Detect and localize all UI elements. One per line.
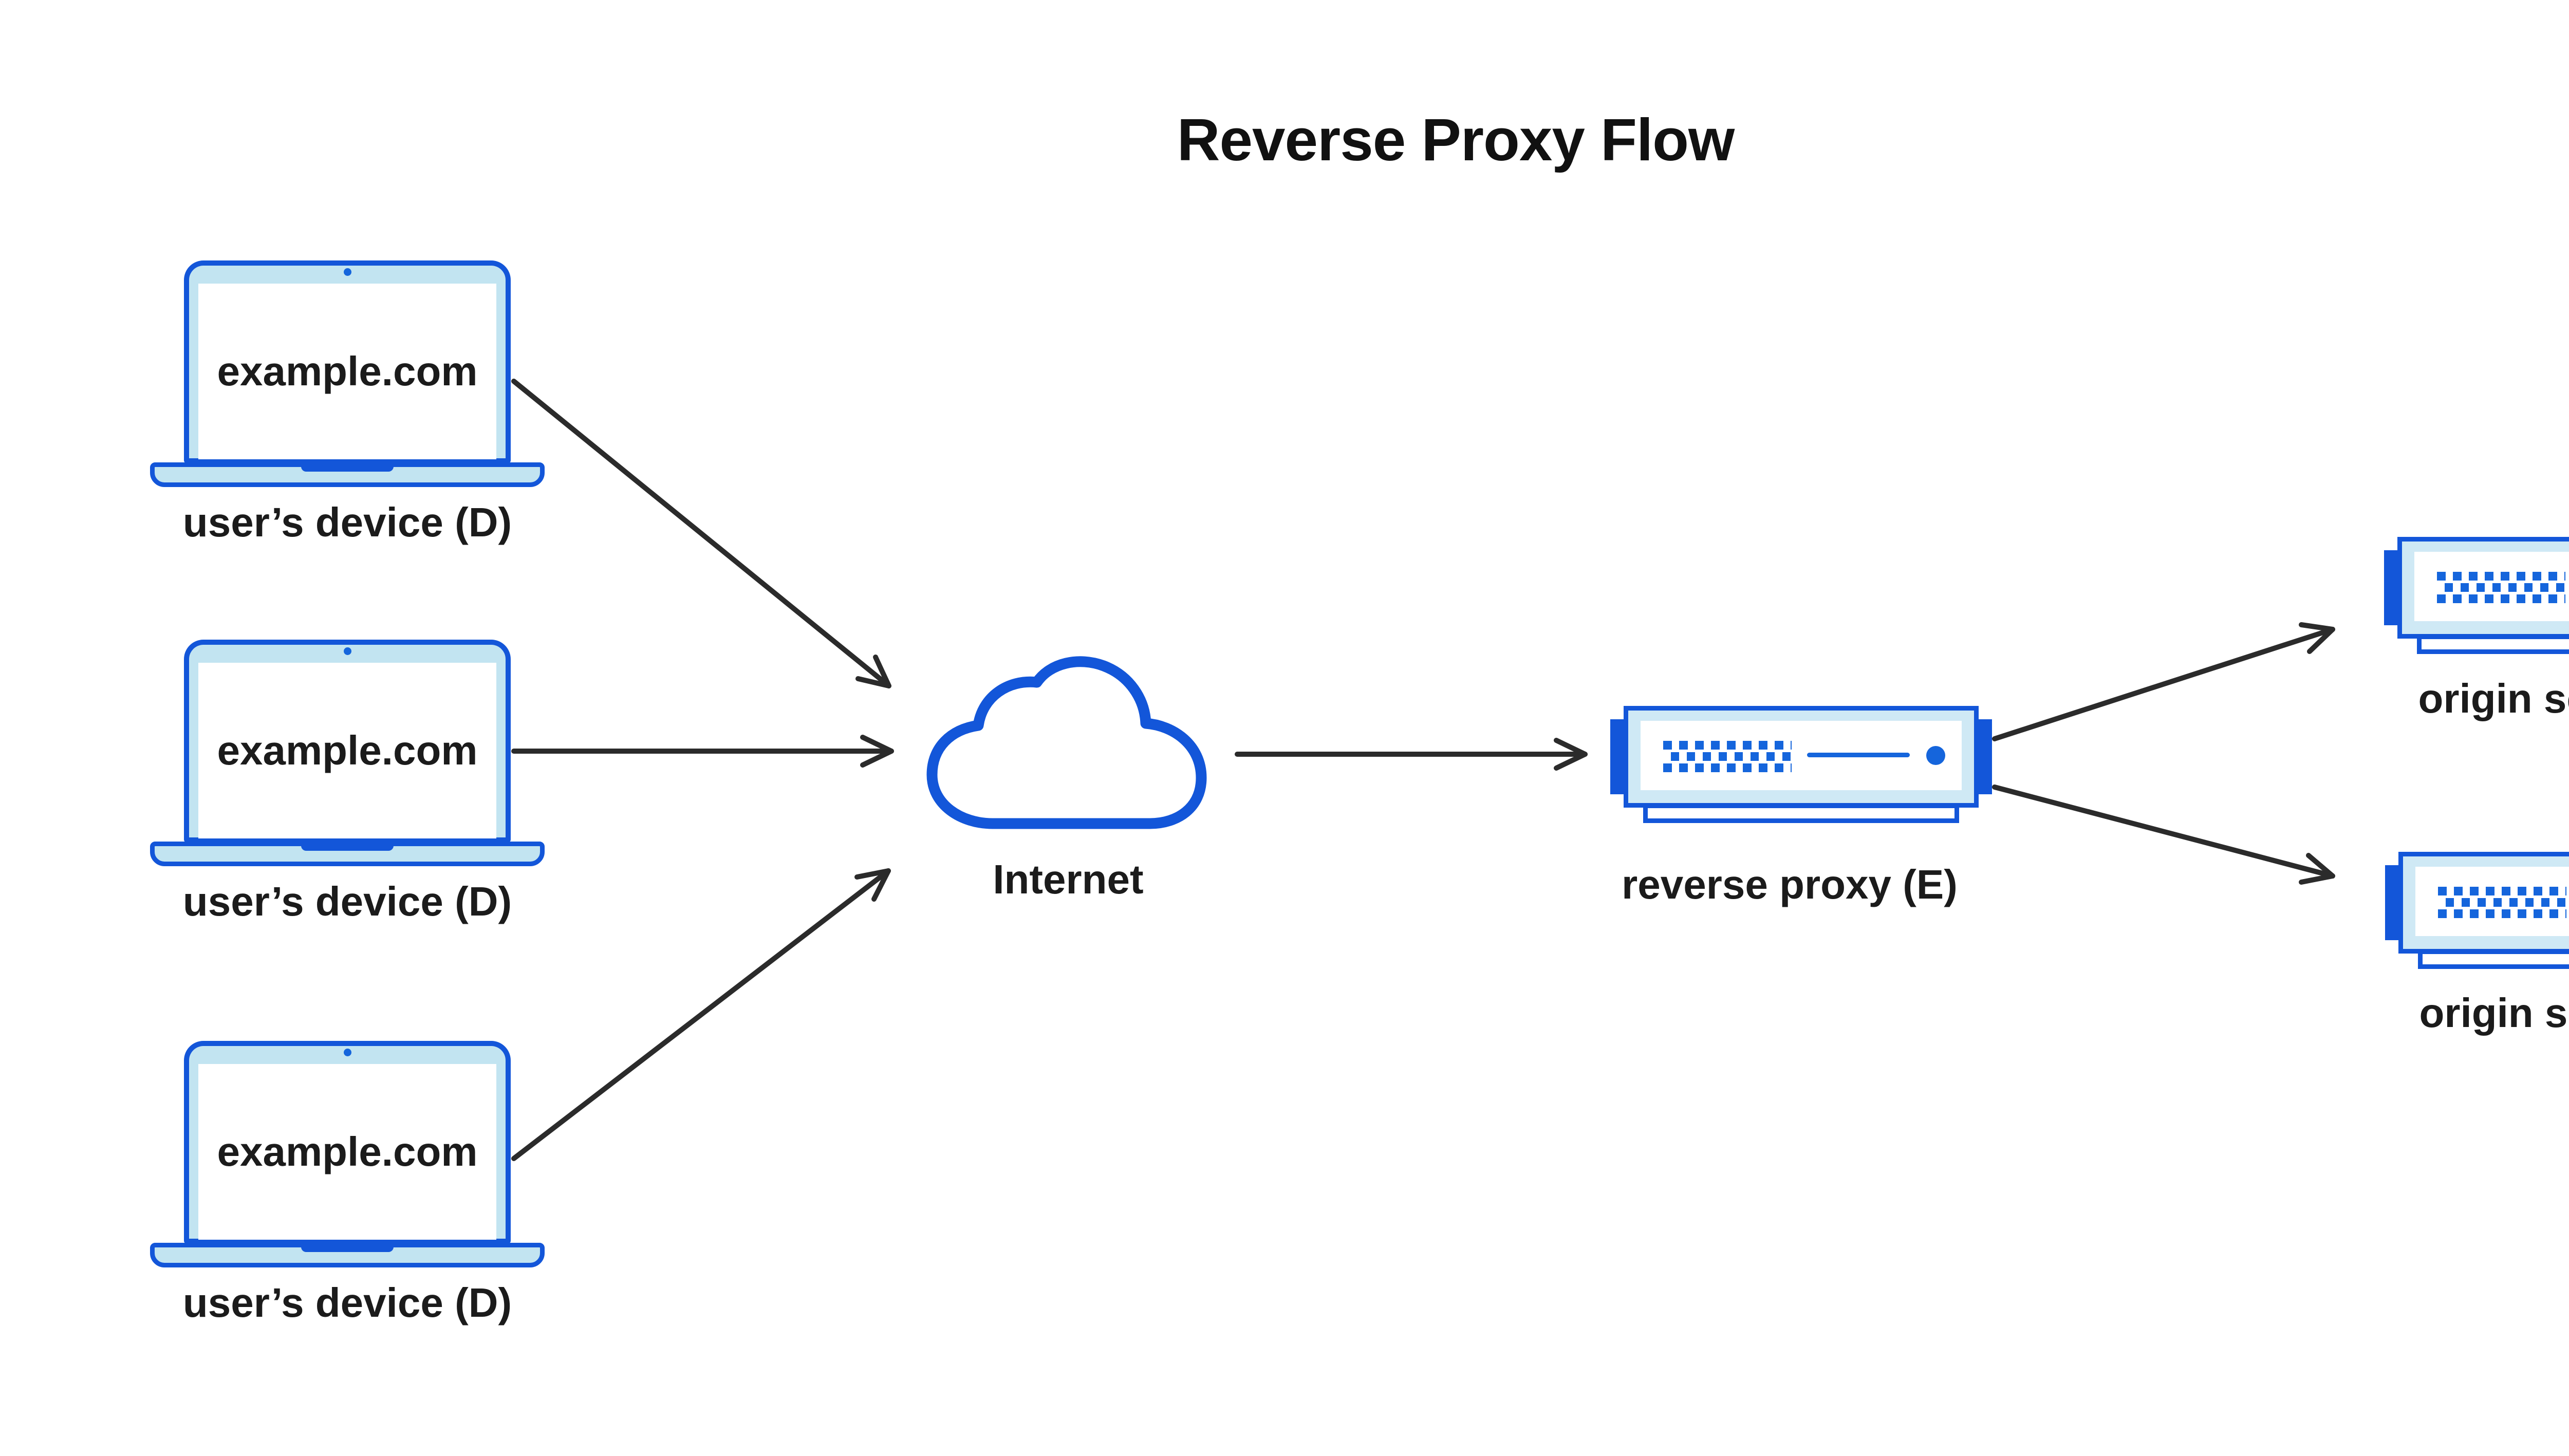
laptop-screen: example.com xyxy=(198,284,496,459)
laptop-screen: example.com xyxy=(198,1064,496,1240)
user-device-1-label: user’s device (D) xyxy=(182,499,512,545)
reverse-proxy-label: reverse proxy (E) xyxy=(1622,862,1958,907)
arrow-device2-to-internet xyxy=(511,735,894,768)
camera-dot-icon xyxy=(344,268,351,276)
page-title: Reverse Proxy Flow xyxy=(1177,106,1735,173)
arrow-device3-to-internet xyxy=(511,868,891,1161)
origin-server-2-label: origin server (F) xyxy=(2419,990,2569,1036)
server-vent-icon xyxy=(1663,741,1792,773)
server-vent-icon xyxy=(2437,572,2565,604)
server-led-icon xyxy=(1926,746,1945,765)
internet-cloud-icon xyxy=(926,656,1207,829)
origin-server-1-label: origin server (F) xyxy=(2418,676,2569,721)
user-device-2-label: user’s device (D) xyxy=(182,879,512,924)
internet-label: Internet xyxy=(993,856,1144,902)
arrow-proxy-to-origin1 xyxy=(1992,622,2335,741)
server-slot-icon xyxy=(1807,753,1910,757)
server-left-tab xyxy=(2385,865,2398,940)
laptop-hinge-notch xyxy=(301,1244,394,1252)
user-device-2: example.com xyxy=(0,640,565,927)
screen-url: example.com xyxy=(217,348,478,394)
reverse-proxy xyxy=(1610,706,1992,823)
origin-server-2 xyxy=(2385,852,2569,969)
laptop-screen: example.com xyxy=(198,663,496,838)
camera-dot-icon xyxy=(344,1049,351,1056)
screen-url: example.com xyxy=(217,1129,478,1174)
user-device-3: example.com xyxy=(0,1041,565,1329)
laptop-hinge-notch xyxy=(301,463,394,472)
server-left-tab xyxy=(1610,719,1624,794)
user-device-3-label: user’s device (D) xyxy=(182,1280,512,1326)
arrow-device1-to-internet xyxy=(511,379,891,688)
server-vent-icon xyxy=(2438,887,2566,919)
origin-server-1 xyxy=(2384,537,2569,654)
camera-dot-icon xyxy=(344,647,351,655)
screen-url: example.com xyxy=(217,727,478,773)
server-left-tab xyxy=(2384,550,2397,625)
laptop-hinge-notch xyxy=(301,843,394,851)
server-right-tab xyxy=(1979,719,1992,794)
arrow-proxy-to-origin2 xyxy=(1992,785,2335,885)
user-device-1: example.com xyxy=(0,260,565,548)
arrow-internet-to-proxy xyxy=(1235,738,1588,771)
